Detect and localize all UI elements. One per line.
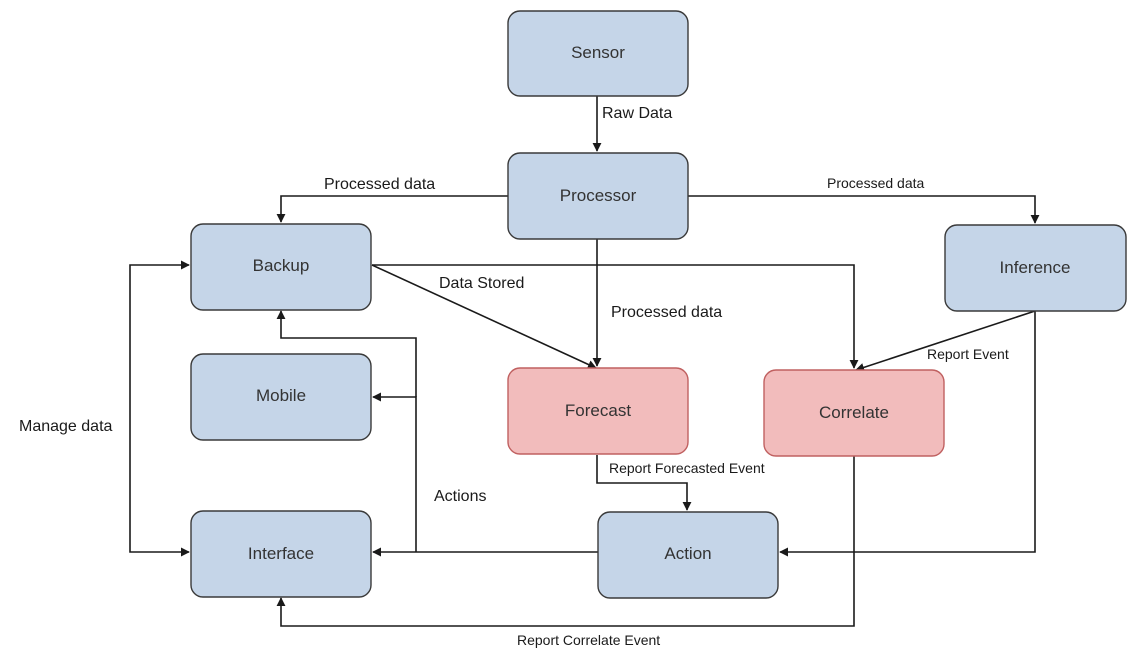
edge-processor-backup — [276, 195, 508, 223]
label-manage-data: Manage data — [19, 418, 113, 435]
node-interface-label: Interface — [248, 544, 314, 563]
edge-backup-correlate — [372, 264, 859, 369]
label-processed-data-backup: Processed data — [324, 176, 435, 193]
edge-processor-inference — [688, 195, 1040, 224]
label-processed-data-forecast: Processed data — [611, 304, 722, 321]
edge-inference-action — [779, 311, 1036, 557]
edge-action-backup — [276, 310, 417, 397]
node-forecast-label: Forecast — [565, 401, 631, 420]
node-inference-label: Inference — [1000, 258, 1071, 277]
node-action[interactable]: Action — [597, 511, 779, 599]
node-sensor-label: Sensor — [571, 43, 625, 62]
node-correlate-label: Correlate — [819, 403, 889, 422]
edge-forecast-action — [596, 455, 692, 511]
label-report-event: Report Event — [927, 346, 1009, 362]
node-forecast[interactable]: Forecast — [507, 367, 689, 455]
node-mobile[interactable]: Mobile — [190, 353, 372, 441]
node-processor[interactable]: Processor — [507, 152, 689, 240]
edge-manage-data — [129, 260, 190, 557]
edge-inference-correlate — [855, 310, 1036, 372]
edge-backup-forecast — [371, 264, 597, 369]
node-mobile-label: Mobile — [256, 386, 306, 405]
node-interface[interactable]: Interface — [190, 510, 372, 598]
node-action-label: Action — [664, 544, 711, 563]
node-backup[interactable]: Backup — [190, 223, 372, 311]
node-correlate[interactable]: Correlate — [763, 369, 945, 457]
node-processor-label: Processor — [560, 186, 637, 205]
label-data-stored: Data Stored — [439, 275, 524, 292]
edge-correlate-interface — [276, 456, 855, 627]
node-backup-label: Backup — [253, 256, 310, 275]
label-report-correlate-event: Report Correlate Event — [517, 632, 660, 648]
edges — [129, 96, 1040, 627]
edge-labels: Raw Data Processed data Processed data P… — [19, 105, 1009, 648]
node-sensor[interactable]: Sensor — [507, 10, 689, 97]
node-inference[interactable]: Inference — [944, 224, 1127, 312]
label-raw-data: Raw Data — [602, 105, 672, 122]
label-actions: Actions — [434, 488, 486, 505]
label-processed-data-inference: Processed data — [827, 175, 924, 191]
label-report-forecasted-event: Report Forecasted Event — [609, 460, 765, 476]
edge-action-mobile — [372, 392, 417, 552]
